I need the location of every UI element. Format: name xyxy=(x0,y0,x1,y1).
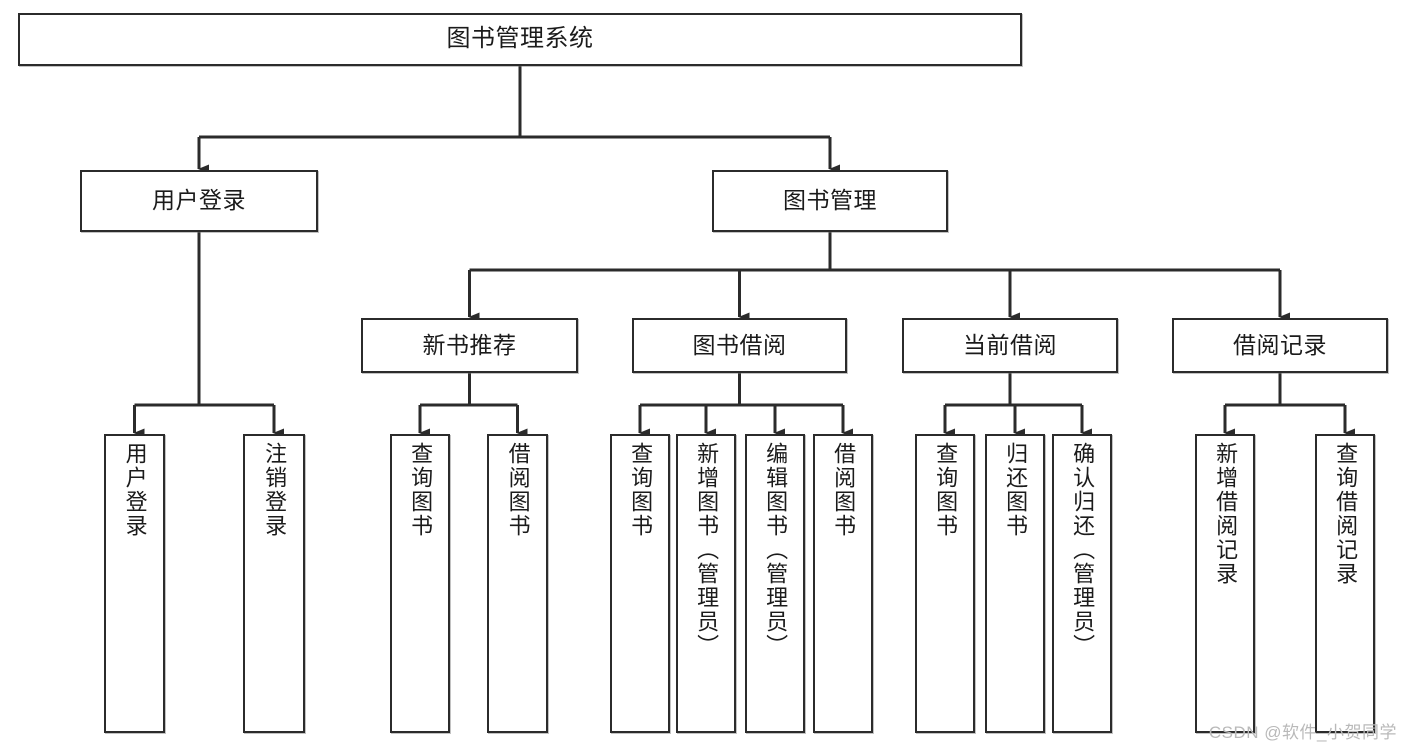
node-leaf-logout-label: 注销登录 xyxy=(262,442,288,538)
node-leaf-query-book-3-label: 查询图书 xyxy=(933,442,959,538)
node-leaf-query-book-1[interactable]: 查询图书 xyxy=(390,434,450,733)
csdn-watermark: CSDN @软件_小贺同学 xyxy=(1208,723,1397,742)
node-book-borrow-label: 图书借阅 xyxy=(692,331,787,358)
node-leaf-query-book-2-label: 查询图书 xyxy=(628,442,654,538)
node-leaf-return-book-label: 归还图书 xyxy=(1003,442,1029,538)
node-borrow-record[interactable]: 借阅记录 xyxy=(1172,318,1388,373)
node-leaf-user-login[interactable]: 用户登录 xyxy=(104,434,165,733)
node-leaf-query-book-2[interactable]: 查询图书 xyxy=(610,434,670,733)
node-leaf-borrow-book-2[interactable]: 借阅图书 xyxy=(813,434,873,733)
node-leaf-confirm-return[interactable]: 确认归还（管理员） xyxy=(1052,434,1112,733)
node-leaf-add-record[interactable]: 新增借阅记录 xyxy=(1195,434,1255,733)
node-leaf-logout[interactable]: 注销登录 xyxy=(243,434,305,733)
node-leaf-return-book[interactable]: 归还图书 xyxy=(985,434,1045,733)
node-leaf-add-record-label: 新增借阅记录 xyxy=(1213,442,1239,586)
edges-group xyxy=(133,66,1355,438)
node-book-manage-label: 图书管理 xyxy=(783,187,877,214)
node-leaf-edit-book-label: 编辑图书（管理员） xyxy=(763,442,789,658)
node-leaf-borrow-book-1[interactable]: 借阅图书 xyxy=(487,434,548,733)
node-root[interactable]: 图书管理系统 xyxy=(18,13,1022,66)
node-current-borrow[interactable]: 当前借阅 xyxy=(902,318,1118,373)
node-leaf-add-book[interactable]: 新增图书（管理员） xyxy=(676,434,736,733)
node-leaf-confirm-return-label: 确认归还（管理员） xyxy=(1070,442,1096,658)
node-leaf-borrow-book-1-label: 借阅图书 xyxy=(505,442,531,538)
node-borrow-record-label: 借阅记录 xyxy=(1233,331,1327,358)
node-leaf-user-login-label: 用户登录 xyxy=(122,442,148,538)
node-user-login[interactable]: 用户登录 xyxy=(80,170,318,232)
node-leaf-query-book-1-label: 查询图书 xyxy=(408,442,434,538)
node-leaf-query-record-label: 查询借阅记录 xyxy=(1333,442,1359,586)
node-leaf-query-book-3[interactable]: 查询图书 xyxy=(915,434,975,733)
node-book-borrow[interactable]: 图书借阅 xyxy=(632,318,847,373)
node-leaf-query-record[interactable]: 查询借阅记录 xyxy=(1315,434,1375,733)
node-leaf-borrow-book-2-label: 借阅图书 xyxy=(831,442,857,538)
node-new-book-recommend[interactable]: 新书推荐 xyxy=(361,318,578,373)
node-current-borrow-label: 当前借阅 xyxy=(963,331,1057,358)
node-root-label: 图书管理系统 xyxy=(446,25,594,53)
node-book-manage[interactable]: 图书管理 xyxy=(712,170,948,232)
node-new-book-recommend-label: 新书推荐 xyxy=(422,331,517,358)
node-leaf-add-book-label: 新增图书（管理员） xyxy=(694,442,720,658)
node-leaf-edit-book[interactable]: 编辑图书（管理员） xyxy=(745,434,805,733)
node-user-login-label: 用户登录 xyxy=(152,187,246,214)
